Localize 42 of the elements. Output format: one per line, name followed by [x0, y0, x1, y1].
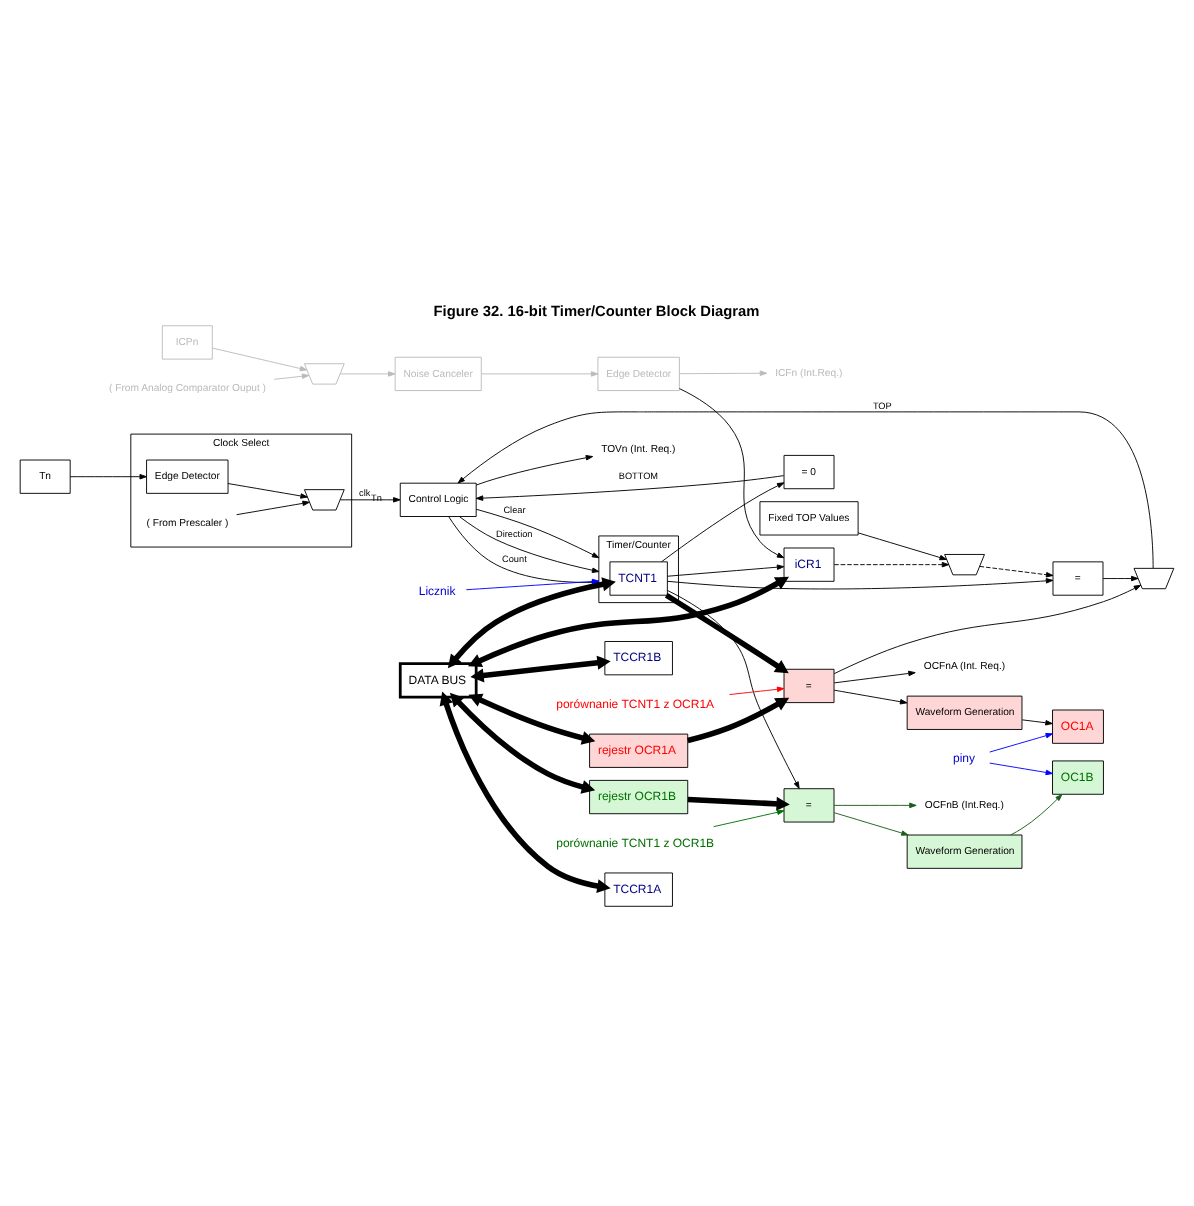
- arrow: [664, 591, 789, 673]
- arrow: [475, 507, 600, 558]
- arrow: [687, 696, 790, 743]
- arrow: [833, 583, 1142, 674]
- arrow: [833, 669, 916, 683]
- arrow: [1102, 574, 1139, 581]
- diagram-title: Figure 32. 16-bit Timer/Counter Block Diagram: [433, 301, 760, 320]
- arrow: [833, 688, 908, 704]
- arrow: [236, 499, 310, 515]
- arrow: [713, 808, 785, 827]
- arrow: [1021, 718, 1053, 725]
- arrow: [439, 690, 611, 893]
- arrow: [687, 795, 790, 810]
- arrow: [273, 372, 310, 379]
- arrow: [678, 387, 785, 558]
- arrow: [989, 761, 1053, 775]
- arrow: [667, 589, 800, 788]
- arrow: [449, 691, 596, 793]
- arrow: [667, 577, 1054, 589]
- arrow: [666, 563, 785, 576]
- arrow: [458, 515, 600, 572]
- arrow: [475, 474, 785, 500]
- arrow: [979, 564, 1054, 577]
- arrow: [989, 731, 1053, 752]
- arrow: [1010, 792, 1063, 835]
- arrow: [833, 560, 950, 567]
- arrow: [457, 410, 1154, 568]
- arrow: [470, 654, 611, 682]
- arrow: [833, 811, 909, 835]
- arrow: [227, 482, 308, 498]
- arrow: [339, 370, 396, 376]
- arrow: [468, 692, 596, 744]
- arrow: [857, 531, 947, 560]
- arrow: [481, 370, 599, 376]
- arrow: [475, 454, 594, 485]
- node-trapezoid: [944, 553, 985, 575]
- arrow: [679, 369, 768, 375]
- arrow: [69, 472, 147, 479]
- arrow: [729, 685, 785, 695]
- arrow: [211, 346, 308, 371]
- arrow: [833, 801, 917, 808]
- arrow: [661, 481, 785, 562]
